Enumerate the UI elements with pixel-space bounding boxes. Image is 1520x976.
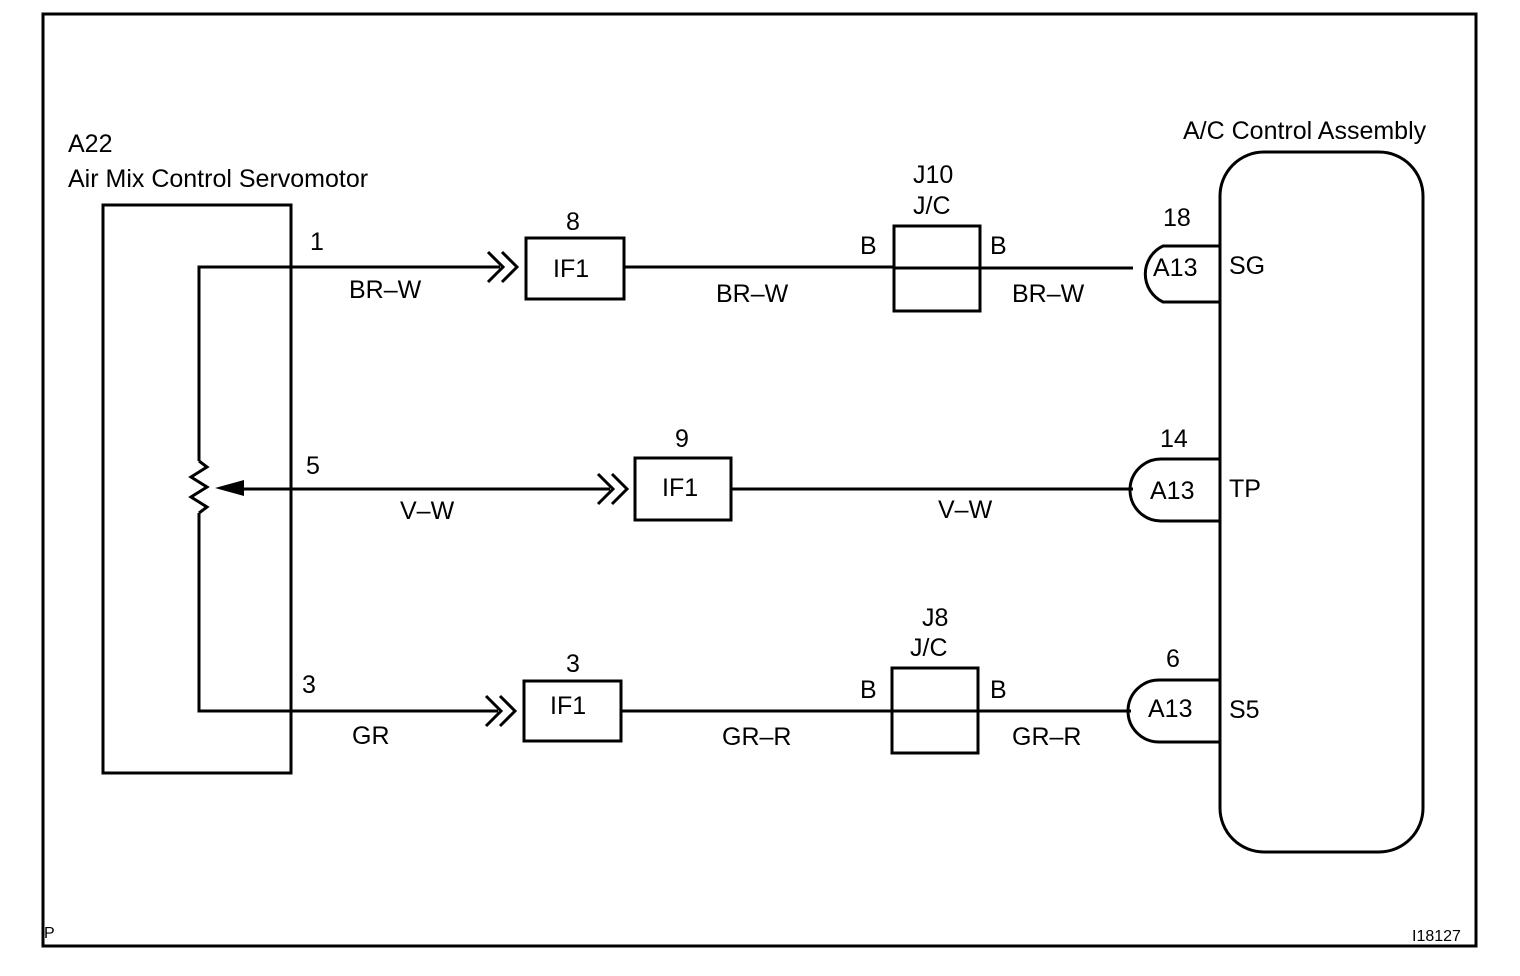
terminal-connector-label: A13 — [1153, 254, 1197, 282]
wire-color: BR–W — [1012, 280, 1085, 308]
connector-chevron — [498, 694, 518, 728]
terminal-signal: S5 — [1229, 696, 1260, 724]
connector-chevron — [500, 250, 520, 284]
junction-pin-out: B — [990, 676, 1007, 704]
wire-color: GR–R — [722, 723, 791, 751]
terminal-signal: SG — [1229, 252, 1265, 280]
wire-color: BR–W — [349, 276, 422, 304]
circuit-sg: 1 BR–W 8 IF1 BR–W J10 J/C B B BR–W 18 A1… — [291, 161, 1265, 313]
connector-label: IF1 — [550, 692, 586, 720]
terminal-pin: 14 — [1160, 425, 1188, 453]
servomotor-internal-wire-lower — [197, 513, 291, 713]
figure-id: I18127 — [1412, 928, 1461, 945]
connector-chevron — [610, 472, 630, 506]
junction-name: J8 — [922, 604, 948, 632]
connector-label: IF1 — [662, 474, 698, 502]
wiper-arrow — [215, 480, 244, 496]
potentiometer-resistor — [188, 459, 210, 515]
terminal-connector — [1143, 244, 1220, 304]
connector-label: IF1 — [553, 255, 589, 283]
terminal-pin: 6 — [1166, 645, 1180, 673]
wire-color: BR–W — [716, 280, 789, 308]
terminal-signal: TP — [1229, 475, 1261, 503]
junction-pin-out: B — [990, 232, 1007, 260]
circuit-s5: 3 GR 3 IF1 GR–R J8 J/C B B GR–R 6 A13 S5 — [291, 604, 1260, 755]
terminal-connector — [1126, 678, 1220, 744]
wire-color: V–W — [400, 497, 455, 525]
wire-color: V–W — [938, 496, 993, 524]
connector-chevron — [596, 472, 616, 506]
wire-color: GR–R — [1012, 723, 1081, 751]
servo-pin-5: 5 — [306, 452, 320, 480]
circuit-tp: 5 V–W 9 IF1 V–W 14 A13 TP — [244, 425, 1261, 525]
connector-pin: 9 — [675, 425, 689, 453]
junction-type: J/C — [913, 192, 951, 220]
servomotor-name: Air Mix Control Servomotor — [68, 165, 368, 193]
terminal-pin: 18 — [1163, 204, 1191, 232]
wire-color: GR — [352, 722, 390, 750]
servo-pin-3: 3 — [302, 671, 316, 699]
corner-mark: P — [44, 925, 55, 942]
junction-pin-in: B — [860, 676, 877, 704]
servo-pin-1: 1 — [310, 228, 324, 256]
control-assembly-name: A/C Control Assembly — [1183, 117, 1427, 145]
terminal-connector — [1128, 457, 1220, 523]
junction-pin-in: B — [860, 232, 877, 260]
connector-pin: 8 — [566, 208, 580, 236]
junction-name: J10 — [913, 161, 953, 189]
terminal-connector-label: A13 — [1148, 695, 1192, 723]
junction-type: J/C — [910, 634, 948, 662]
terminal-connector-label: A13 — [1150, 477, 1194, 505]
connector-chevron — [484, 694, 504, 728]
connector-chevron — [486, 250, 506, 284]
control-assembly-box — [1218, 150, 1425, 854]
connector-pin: 3 — [566, 650, 580, 678]
servomotor-internal-wire — [197, 265, 291, 461]
servomotor-id: A22 — [68, 130, 112, 158]
diagram-frame — [41, 12, 1478, 948]
